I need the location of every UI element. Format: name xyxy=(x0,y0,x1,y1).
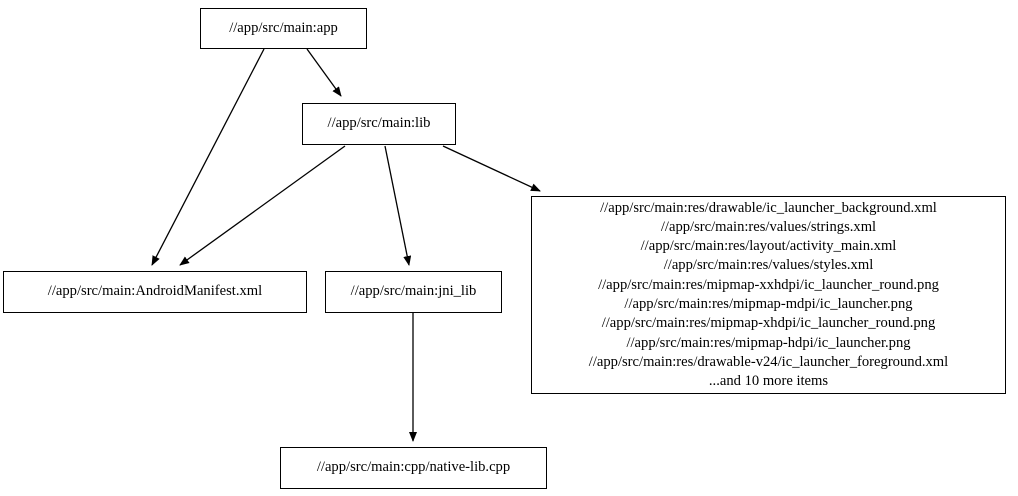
node-jni-lib-label: //app/src/main:jni_lib xyxy=(350,283,477,300)
edge-lib-to-jni-lib xyxy=(384,145,412,266)
node-jni-lib[interactable]: //app/src/main:jni_lib xyxy=(325,271,502,313)
node-lib[interactable]: //app/src/main:lib xyxy=(302,103,456,145)
edge-lib-to-res-group xyxy=(442,145,541,192)
node-native-lib-cpp-label: //app/src/main:cpp/native-lib.cpp xyxy=(316,459,511,476)
node-app[interactable]: //app/src/main:app xyxy=(200,8,367,49)
node-res-group[interactable]: //app/src/main:res/drawable/ic_launcher_… xyxy=(531,196,1006,394)
node-app-label: //app/src/main:app xyxy=(229,19,338,36)
edge-app-to-manifest xyxy=(151,48,265,266)
edge-app-to-lib xyxy=(306,48,342,97)
node-lib-label: //app/src/main:lib xyxy=(327,115,431,132)
edge-lib-to-manifest xyxy=(179,145,346,266)
node-native-lib-cpp[interactable]: //app/src/main:cpp/native-lib.cpp xyxy=(280,447,547,489)
node-android-manifest-label: //app/src/main:AndroidManifest.xml xyxy=(47,283,263,300)
node-android-manifest[interactable]: //app/src/main:AndroidManifest.xml xyxy=(3,271,307,313)
node-res-group-label: //app/src/main:res/drawable/ic_launcher_… xyxy=(588,199,949,390)
